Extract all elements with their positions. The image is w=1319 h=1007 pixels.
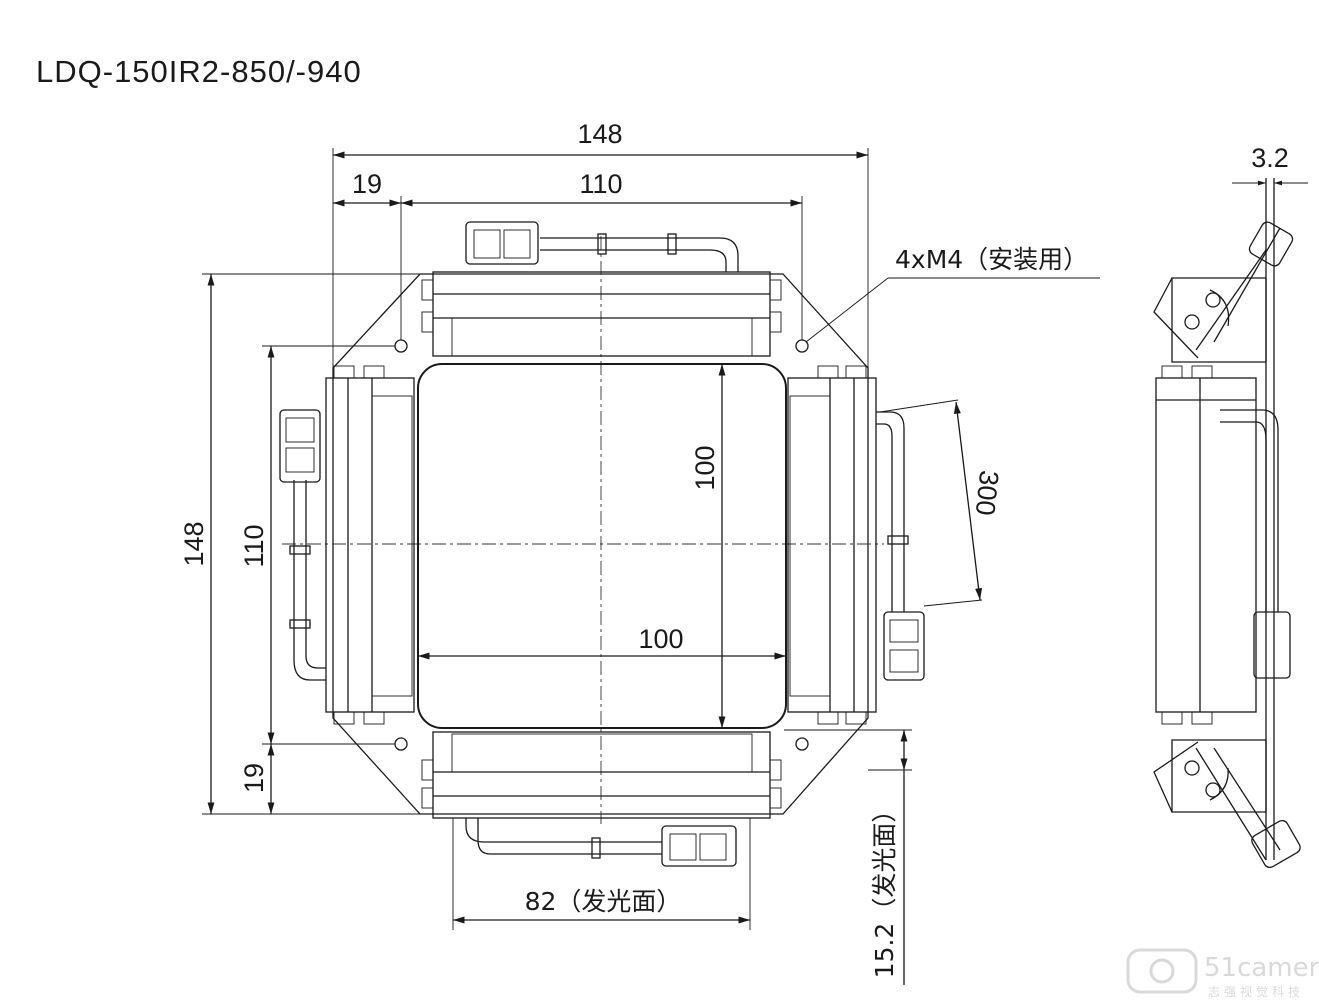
dimension-lines xyxy=(207,151,1100,985)
right-cable xyxy=(876,411,925,681)
side-view: 3.2 xyxy=(1153,143,1308,869)
bottom-led-bar xyxy=(421,731,782,819)
dim-mount-note: 4xM4（安装用） xyxy=(895,245,1088,274)
side-upper-bracket xyxy=(1153,221,1294,363)
mounting-plate xyxy=(332,273,869,815)
side-led-bar xyxy=(1155,365,1291,725)
mounting-holes xyxy=(394,339,809,751)
bottom-connector xyxy=(661,825,737,867)
dim-left-overall: 148 xyxy=(179,521,209,566)
left-connector xyxy=(279,409,321,483)
top-led-bar xyxy=(421,271,782,357)
right-connector xyxy=(883,611,925,681)
dim-top-offset: 19 xyxy=(352,169,382,199)
watermark-subtitle: 志强视觉科技 xyxy=(1208,984,1304,999)
dim-emitting-width: 82（发光面） xyxy=(525,887,682,916)
top-cable xyxy=(465,221,739,272)
dim-top-overall: 148 xyxy=(577,119,622,149)
right-led-bar xyxy=(787,365,877,725)
dim-emitting-height: 15.2（发光面） xyxy=(870,798,899,979)
top-connector xyxy=(465,221,539,265)
left-cable xyxy=(279,409,326,681)
front-view: 148 19 110 4xM4（安装用） 148 110 19 100 100 … xyxy=(179,119,1100,985)
watermark-logo: 51camera 志强视觉科技 xyxy=(1126,948,1319,999)
dim-cable-length: 300 xyxy=(970,469,1005,517)
dim-left-inner: 110 xyxy=(239,524,269,567)
dim-aperture-height: 100 xyxy=(690,445,720,490)
left-led-bar xyxy=(325,365,415,725)
dim-left-offset: 19 xyxy=(239,763,269,793)
bottom-cable xyxy=(465,818,737,867)
side-lower-bracket xyxy=(1153,739,1301,869)
dim-top-inner: 110 xyxy=(579,169,622,199)
side-connector xyxy=(1253,611,1291,679)
dim-aperture-width: 100 xyxy=(638,624,683,654)
dim-side-thickness: 3.2 xyxy=(1251,143,1289,173)
drawing-title: LDQ-150IR2-850/-940 xyxy=(36,54,362,89)
extension-lines xyxy=(202,148,912,930)
watermark-brand: 51camera xyxy=(1204,953,1319,983)
light-aperture xyxy=(417,363,787,729)
